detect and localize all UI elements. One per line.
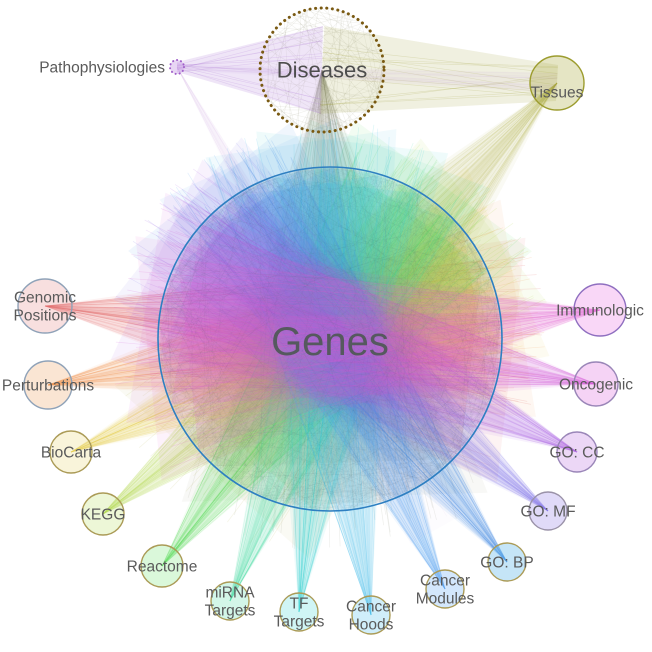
label-oncogenic: Oncogenic (559, 376, 633, 393)
node-reactome[interactable] (140, 544, 184, 588)
band-pathophysiologies-diseases (176, 26, 323, 114)
label-tissues: Tissues (531, 84, 584, 101)
node-biocarta[interactable] (49, 430, 93, 474)
fan-biocarta (70, 166, 550, 453)
label-kegg: KEGG (81, 506, 126, 523)
edge-hairball (159, 7, 501, 510)
fan-tissues (115, 82, 558, 559)
label-go-mf: GO: MF (520, 503, 575, 520)
label-go-cc: GO: CC (549, 444, 604, 461)
node-go-bp[interactable] (487, 542, 527, 582)
node-cancer-modules[interactable] (425, 569, 465, 609)
top-edge-bands (176, 26, 558, 114)
node-go-cc[interactable] (556, 431, 598, 473)
fan-immunologic (114, 236, 601, 481)
label-immunologic: Immunologic (556, 302, 644, 319)
band-pathophysiologies-tissues (176, 64, 558, 93)
node-go-mf[interactable] (528, 491, 568, 531)
label-pathophysiologies: Pathophysiologies (39, 59, 165, 76)
label-perturbations: Perturbations (2, 377, 94, 394)
node-oncogenic[interactable] (573, 361, 619, 407)
node-tissues[interactable] (529, 55, 585, 111)
labels: Genes Pathophysiologies DiseasesTissuesGen… (2, 58, 644, 634)
label-diseases: Diseases (277, 58, 367, 83)
fan-reactome (161, 120, 532, 567)
label-biocarta: BioCarta (41, 444, 102, 461)
node-genomic-positions[interactable] (17, 278, 73, 334)
node-kegg[interactable] (81, 492, 125, 536)
fan-go-bp (128, 122, 508, 563)
fan-cancer-hoods (205, 127, 397, 616)
fan-oncogenic (113, 192, 597, 423)
node-pathophysiologies[interactable] (169, 59, 185, 75)
label-genes: Genes (271, 320, 389, 364)
fan-go-mf (113, 137, 549, 512)
node-genes[interactable] (157, 166, 503, 512)
node-cancer-hoods[interactable] (351, 595, 391, 635)
node-perturbations[interactable] (23, 360, 73, 410)
edge-fans (44, 66, 601, 616)
fan-diseases (181, 69, 488, 554)
genes-area (158, 167, 502, 511)
fan-kegg (102, 138, 548, 515)
fan-mirna-targets (229, 119, 491, 602)
fan-go-cc (110, 159, 578, 453)
fan-cancer-modules (159, 118, 446, 590)
node-immunologic[interactable] (573, 283, 627, 337)
label-reactome: Reactome (127, 558, 198, 575)
node-tf-targets[interactable] (279, 592, 319, 632)
node-mirna-targets[interactable] (210, 581, 250, 621)
nodes (17, 6, 627, 635)
fan-tf-targets (256, 118, 449, 613)
node-diseases[interactable] (258, 6, 386, 134)
label-go-bp: GO: BP (480, 554, 533, 571)
fan-pathophysiologies (176, 66, 448, 521)
